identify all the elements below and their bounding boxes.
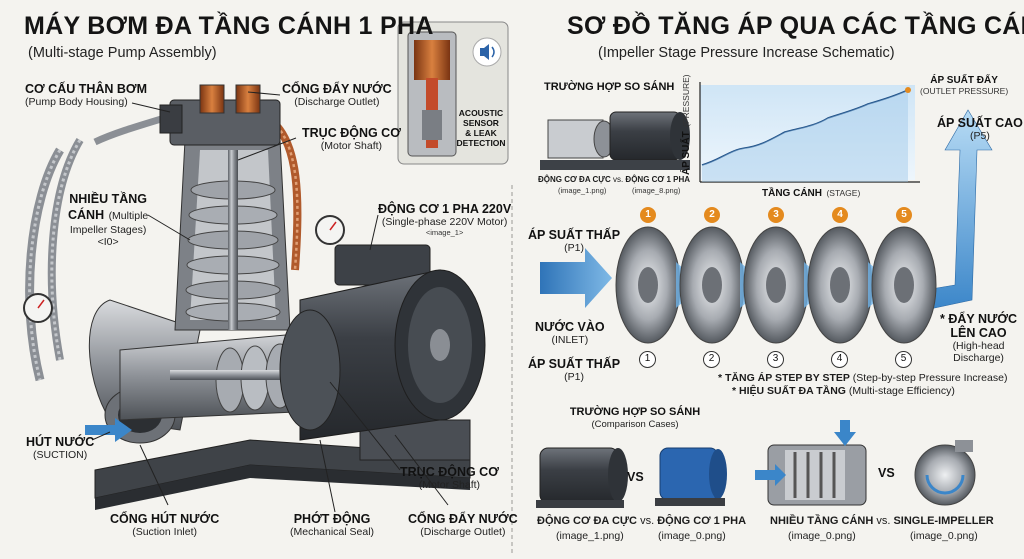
compare-motor-vs: VS xyxy=(627,470,644,484)
stage-circle-5: 5 xyxy=(895,351,912,368)
label-shaft-bottom: TRỤC ĐỘNG CƠ (Motor Shaft) xyxy=(400,465,499,491)
stage-badge-5: 5 xyxy=(896,207,912,223)
stage-circle-1: 1 xyxy=(639,351,656,368)
label-shaft-top: TRỤC ĐỘNG CƠ (Motor Shaft) xyxy=(302,126,401,152)
graph-y-label: ÁP SUẤT (PRESSURE) xyxy=(681,74,692,175)
compare-motor-ref-a: (image_1.png) xyxy=(556,530,624,542)
compare-top-title: TRƯỜNG HỢP SO SÁNH xyxy=(544,81,675,93)
left-subtitle: (Multi-stage Pump Assembly) xyxy=(28,45,217,61)
graph-outlet-label: ÁP SUẤT ĐẨY (OUTLET PRESSURE) xyxy=(920,75,1009,96)
pressure-step-curve xyxy=(701,89,909,166)
label-low-pressure-bottom: ÁP SUẤT THẤP (P1) xyxy=(528,357,621,383)
stage-badge-4: 4 xyxy=(832,207,848,223)
stage-circle-4: 4 xyxy=(831,351,848,368)
flow-arrows xyxy=(540,109,993,311)
motor-body xyxy=(279,244,486,441)
stage-badge-3: 3 xyxy=(768,207,784,223)
pump-illustration xyxy=(23,84,486,510)
compare-bottom-header: TRƯỜNG HỢP SO SÁNH (Comparison Cases) xyxy=(569,406,701,430)
label-pump-housing: CƠ CẤU THÂN BƠM (Pump Body Housing) xyxy=(25,82,148,108)
compare-motor-caption: ĐỘNG CƠ ĐA CỰC vs. ĐỘNG CƠ 1 PHA xyxy=(537,515,747,527)
label-high-head-discharge: * ĐẨY NƯỚC LÊN CAO (High-head Discharge) xyxy=(940,312,1018,364)
label-high-pressure: ÁP SUẤT CAO (P5) xyxy=(937,116,1023,142)
graph-x-label: TẦNG CÁNH (STAGE) xyxy=(762,188,861,199)
compare-impeller-vs: VS xyxy=(878,466,895,480)
compare-motor-art xyxy=(536,447,727,508)
top-comparison-art xyxy=(540,111,690,170)
right-subtitle: (Impeller Stage Pressure Increase Schema… xyxy=(598,45,895,61)
label-discharge-bottom: CỔNG ĐẨY NƯỚC (Discharge Outlet) xyxy=(408,512,518,538)
acoustic-sensor-label: ACOUSTIC SENSOR & LEAK DETECTION xyxy=(456,108,506,148)
leader-lines xyxy=(91,91,449,513)
label-suction: HÚT NƯỚC (SUCTION) xyxy=(26,435,95,461)
label-motor: ĐỘNG CƠ 1 PHA 220V (Single-phase 220V Mo… xyxy=(378,202,512,237)
compare-impeller-ref-a: (image_0.png) xyxy=(788,530,856,542)
impeller-stage-5 xyxy=(871,226,937,344)
stage-badge-2: 2 xyxy=(704,207,720,223)
stage-circle-2: 2 xyxy=(703,351,720,368)
acoustic-sensor-inset xyxy=(397,21,509,165)
suction-arrow xyxy=(85,418,132,442)
notes: * TĂNG ÁP STEP BY STEP (Step-by-step Pre… xyxy=(718,372,1007,398)
right-title: SƠ ĐỒ TĂNG ÁP QUA CÁC TẦNG CÁNH xyxy=(567,12,1024,40)
left-title: MÁY BƠM ĐA TẦNG CÁNH 1 PHA xyxy=(24,12,434,40)
label-suction-inlet: CỔNG HÚT NƯỚC (Suction Inlet) xyxy=(110,512,220,538)
compare-top-ref-b: (image_8.png) xyxy=(632,186,681,195)
compare-impeller-caption: NHIỀU TẦNG CÁNH vs. SINGLE-IMPELLER xyxy=(770,515,994,527)
compare-motor-ref-b: (image_0.png) xyxy=(658,530,726,542)
impeller-stages xyxy=(615,226,937,344)
pressure-graph xyxy=(699,82,920,183)
stage-circle-3: 3 xyxy=(767,351,784,368)
label-discharge-top: CỔNG ĐẨY NƯỚC (Discharge Outlet) xyxy=(282,82,392,108)
compare-impeller-ref-b: (image_0.png) xyxy=(910,530,978,542)
stage-badge-1: 1 xyxy=(640,207,656,223)
compare-top-ref-a: (image_1.png) xyxy=(558,186,607,195)
note-step: * TĂNG ÁP STEP BY STEP (Step-by-step Pre… xyxy=(718,372,1008,384)
label-inlet: NƯỚC VÀO (INLET) xyxy=(535,320,605,346)
note-efficiency: * HIỆU SUẤT ĐA TẦNG (Multi-stage Efficie… xyxy=(732,385,955,397)
compare-impeller-art xyxy=(755,420,976,506)
label-low-pressure-top: ÁP SUẤT THẤP (P1) xyxy=(528,228,621,254)
compare-top-caption: ĐỘNG CƠ ĐA CỰC vs. ĐỘNG CƠ 1 PHA xyxy=(538,175,691,184)
label-mechanical-seal: PHỚT ĐỘNG (Mechanical Seal) xyxy=(290,512,375,538)
label-impeller-stages: NHIỀU TẦNG CÁNH (Multiple Impeller Stage… xyxy=(68,192,149,248)
